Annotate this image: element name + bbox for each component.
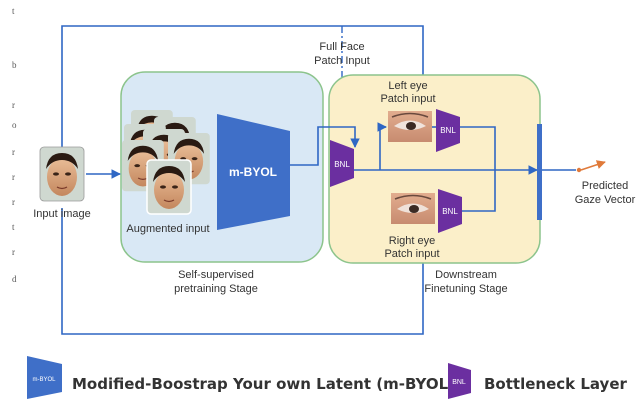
full-face-label-line1: Full Face (319, 41, 364, 53)
cropped-side-text: t b r o r r r t r d (12, 6, 17, 284)
side-letter: d (12, 274, 17, 284)
side-letter: b (12, 60, 17, 70)
legend-bnl-icon (448, 363, 471, 399)
side-letter: r (12, 100, 15, 110)
input-image (39, 146, 85, 202)
side-letter: o (12, 120, 17, 130)
legend-mbyol-icon-text: m-BYOL (32, 377, 56, 383)
side-letter: t (12, 6, 15, 16)
pretraining-caption-line2: pretraining Stage (174, 283, 258, 295)
legend-mbyol-icon (27, 356, 62, 399)
left-eye-patch (388, 111, 432, 142)
left-bnl-output-wire (460, 126, 496, 170)
finetuning-caption-line2: Finetuning Stage (424, 283, 507, 295)
bnl-block-right (438, 189, 462, 233)
bnl-right-label: BNL (442, 207, 458, 216)
pretraining-caption-line1: Self-supervised (178, 269, 254, 281)
predicted-label-line2: Gaze Vector (575, 194, 636, 206)
left-eye-label-line1: Left eye (388, 80, 427, 92)
legend: m-BYOL Modified-Boostrap Your own Latent… (27, 356, 628, 399)
mbyol-to-bnl-arrow (290, 126, 360, 166)
right-eye-label-line1: Right eye (389, 235, 435, 247)
mbyol-block (217, 114, 290, 230)
right-eye-patch (391, 193, 435, 224)
legend-bnl-icon-text: BNL (452, 379, 466, 386)
side-letter: t (12, 222, 15, 232)
output-node (576, 167, 582, 173)
legend-bnl-text: Bottleneck Layer (484, 375, 628, 393)
mbyol-label: m-BYOL (229, 165, 277, 179)
side-letter: r (12, 147, 15, 157)
augmented-input-label: Augmented input (126, 223, 209, 235)
augmented-input-stack (121, 109, 211, 215)
legend-mbyol-text: Modified-Boostrap Your own Latent (m-BYO… (72, 375, 455, 393)
finetuning-caption-line1: Downstream (435, 269, 497, 281)
fully-connected-bar (537, 124, 542, 220)
input-image-label: Input image (33, 208, 90, 220)
side-letter: r (12, 172, 15, 182)
bnl-left-label: BNL (440, 126, 456, 135)
side-letter: r (12, 197, 15, 207)
left-eye-label-line2: Patch input (380, 93, 435, 105)
bnl-main-label: BNL (334, 160, 350, 169)
full-face-label-line2: Patch Input (314, 55, 370, 67)
right-bnl-output-wire (462, 170, 496, 212)
side-letter: r (12, 247, 15, 257)
predicted-label-line1: Predicted (582, 180, 628, 192)
bnl-block-left (436, 109, 460, 152)
right-eye-label-line2: Patch input (384, 248, 439, 260)
output-arrow (580, 160, 606, 171)
bnl-block-main (330, 140, 354, 187)
